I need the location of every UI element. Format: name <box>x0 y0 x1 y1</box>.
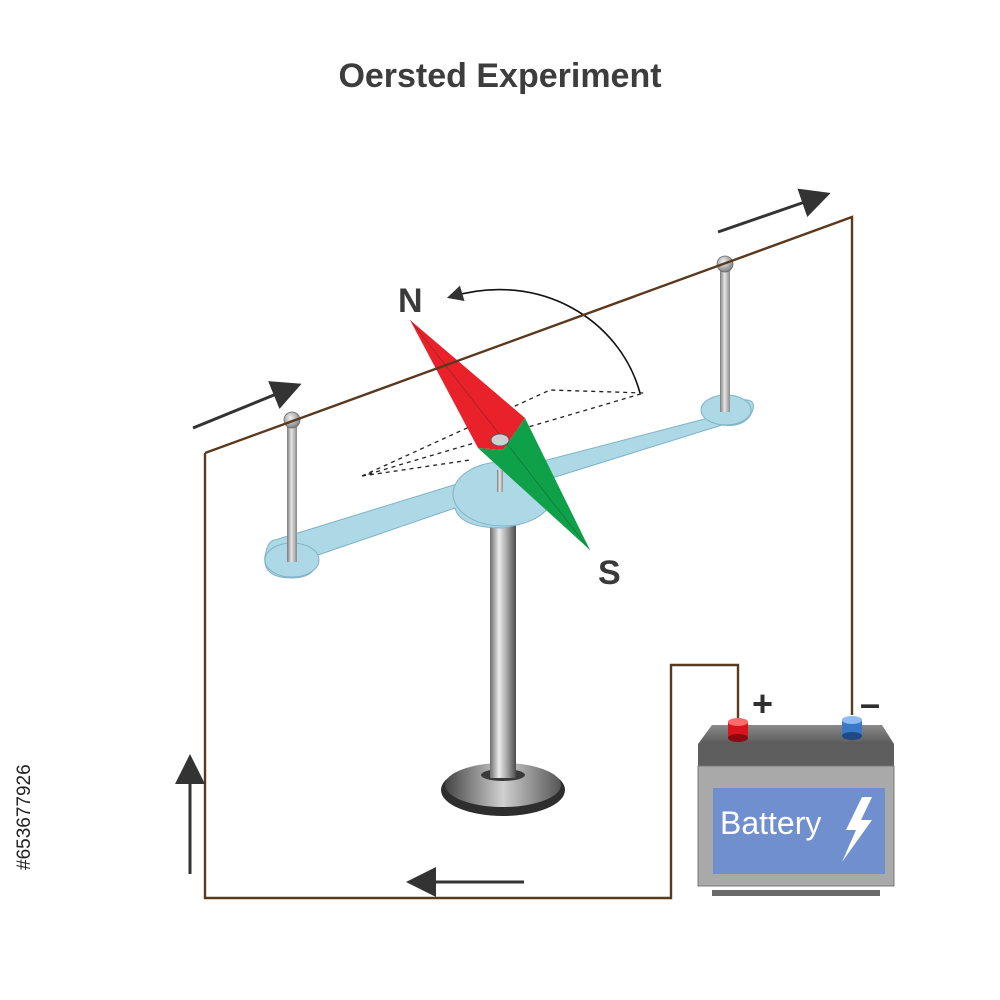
right-post <box>716 255 734 412</box>
arrow-icon <box>192 381 302 430</box>
stand-rod <box>490 520 516 778</box>
stock-id: #653677926 <box>14 764 35 870</box>
current-arrows <box>175 188 831 897</box>
compass-needle <box>409 319 591 551</box>
circuit-wire <box>203 215 854 900</box>
arrow-icon <box>717 188 831 234</box>
south-label: S <box>598 554 621 592</box>
original-needle-outline <box>361 389 645 477</box>
needle-north-half <box>410 320 525 450</box>
needle-south-half <box>478 418 590 550</box>
positive-sign: + <box>752 683 773 724</box>
positive-terminal <box>728 718 748 742</box>
lightning-bolt-icon <box>842 797 872 862</box>
battery-label: Battery <box>720 805 821 841</box>
battery: + – Battery <box>697 683 895 896</box>
negative-sign: – <box>860 683 880 724</box>
deflection-arc-arrow <box>446 285 641 394</box>
north-label: N <box>398 282 423 320</box>
negative-terminal <box>842 716 862 740</box>
page-title: Oersted Experiment <box>338 57 661 95</box>
